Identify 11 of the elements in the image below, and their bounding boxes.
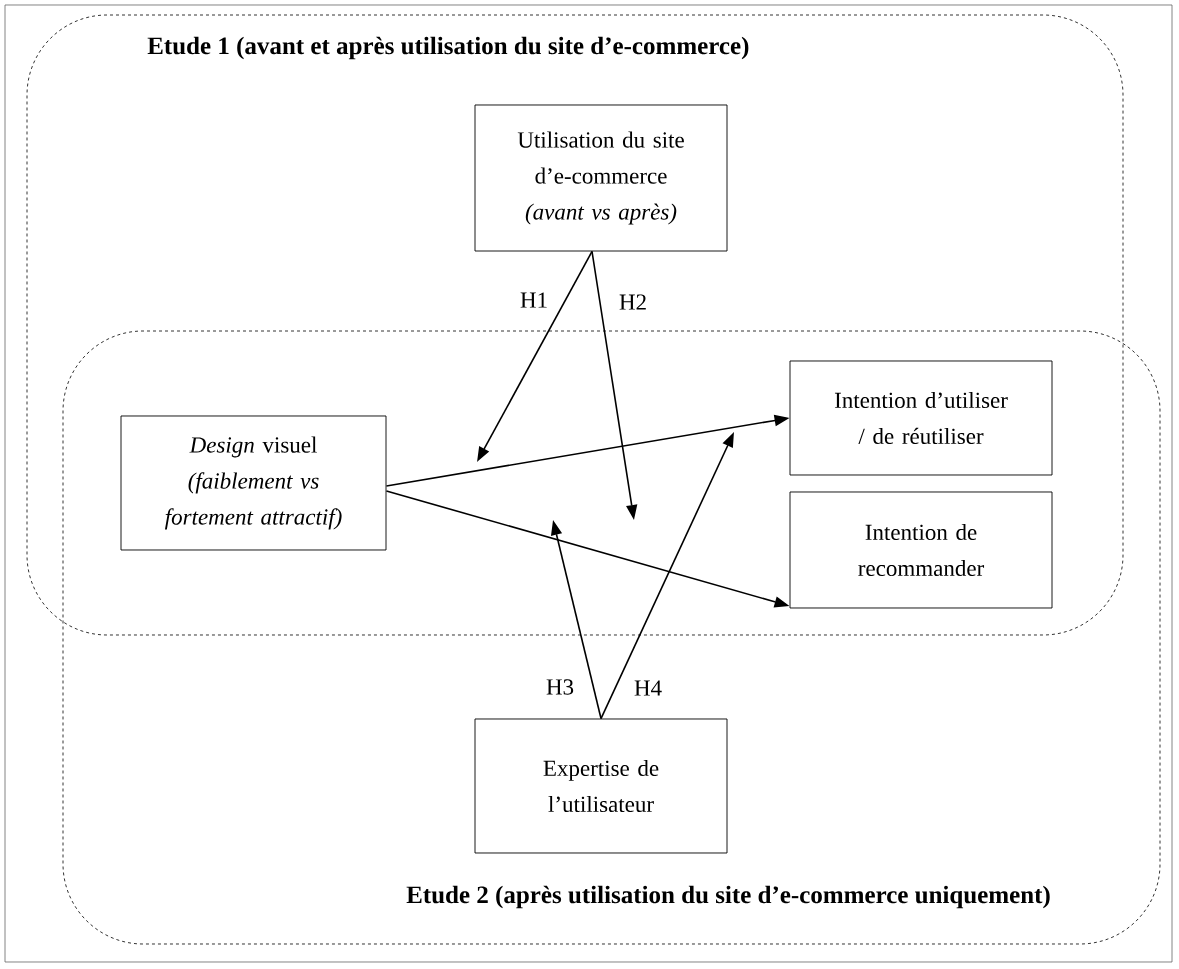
concept-box: Intention d’utiliser / de réutiliser (789, 360, 1053, 476)
concept-box: Expertise de l’utilisateur (474, 718, 728, 854)
concept-box: Design visuel (faiblement vs fortement attractif) (120, 415, 387, 551)
edge-label: H3 (546, 679, 574, 695)
edge-label: H4 (634, 680, 662, 696)
concept-box: Utilisation du site d’e-commerce (avant vs après) (474, 104, 728, 252)
region-heading: Etude 1 (avant et après utilisation du site d’e-commerce) (147, 36, 749, 60)
edge-label: H2 (619, 294, 646, 310)
edge-label: H1 (520, 292, 547, 308)
region-heading: Etude 2 (après utilisation du site d’e-commerce uniquement) (406, 885, 1050, 909)
concept-box: Intention de recommander (789, 491, 1053, 609)
